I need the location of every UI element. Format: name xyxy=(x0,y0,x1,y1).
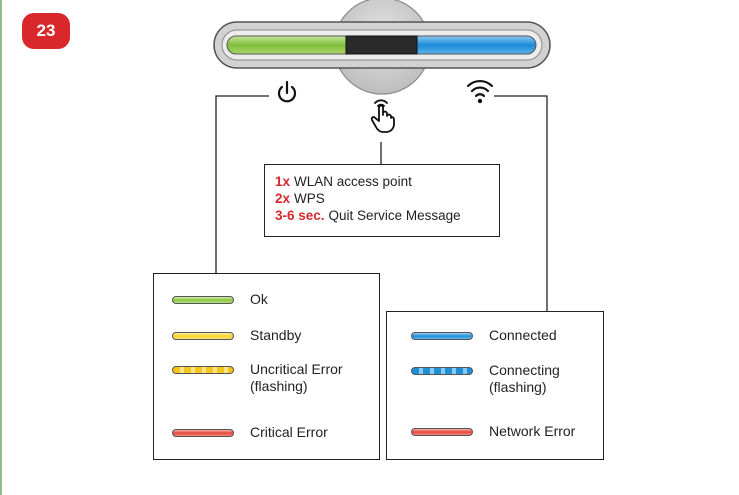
legend-standby: Standby xyxy=(172,327,301,344)
uncritical-error-pill-icon xyxy=(172,366,234,374)
power_legend-1-label: Standby xyxy=(250,327,302,343)
touch-icon xyxy=(370,99,395,133)
wifi-icon xyxy=(466,79,494,104)
standby-pill-icon xyxy=(172,332,234,340)
power_legend-3-label: Critical Error xyxy=(250,424,328,440)
connected-pill-icon xyxy=(411,332,473,340)
center-touch-button xyxy=(345,35,418,55)
wifi_legend-0-label: Connected xyxy=(489,327,557,343)
instructions-1-key: 2x xyxy=(275,191,291,206)
instruction-row: 3-6 sec.Quit Service Message xyxy=(275,207,489,224)
wifi_legend-1-label: Connecting (flashing) xyxy=(489,362,560,395)
power_legend-0-label: Ok xyxy=(250,291,268,307)
wifi-connector-line xyxy=(494,95,548,311)
instructions-2-text: Quit Service Message xyxy=(328,208,461,223)
instructions-0-key: 1x xyxy=(275,174,291,189)
instructions-1-text: WPS xyxy=(294,191,325,206)
wifi-led-segment xyxy=(407,35,537,55)
legend-network-error: Network Error xyxy=(411,423,575,440)
legend-connected: Connected xyxy=(411,327,557,344)
instructions-2-key: 3-6 sec. xyxy=(275,208,325,223)
legend-uncritical-error: Uncritical Error (flashing) xyxy=(172,361,343,395)
network-error-pill-icon xyxy=(411,428,473,436)
power-connector-line xyxy=(215,95,269,273)
connecting-pill-icon xyxy=(411,367,473,375)
power-icon xyxy=(277,80,297,103)
instructions-0-text: WLAN access point xyxy=(294,174,412,189)
ok-pill-icon xyxy=(172,296,234,304)
left-margin-rule xyxy=(0,0,2,495)
step-badge: 23 xyxy=(22,13,70,49)
critical-error-pill-icon xyxy=(172,429,234,437)
wifi_legend-2-label: Network Error xyxy=(489,423,576,439)
legend-ok: Ok xyxy=(172,291,268,308)
power_legend-2-label: Uncritical Error (flashing) xyxy=(250,361,343,394)
wifi-legend-box: Connected Connecting (flashing) Network … xyxy=(386,311,604,460)
power-legend-box: Ok Standby Uncritical Error (flashing) C… xyxy=(153,273,380,460)
legend-connecting: Connecting (flashing) xyxy=(411,362,560,396)
power-led-segment xyxy=(226,35,356,55)
legend-critical-error: Critical Error xyxy=(172,424,328,441)
